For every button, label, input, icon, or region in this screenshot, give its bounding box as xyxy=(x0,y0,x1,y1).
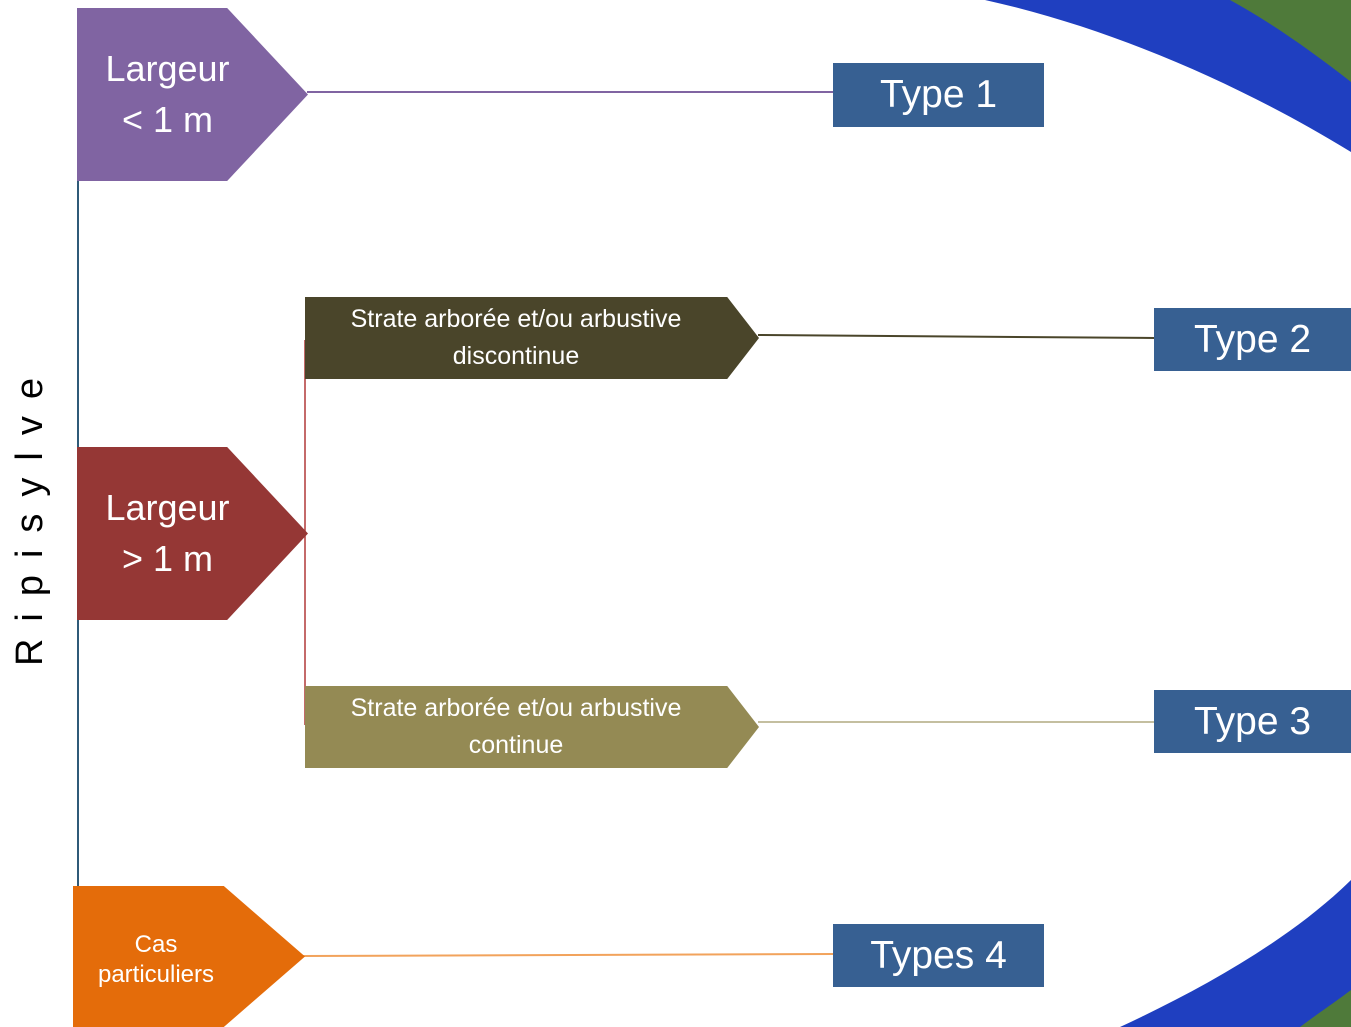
width-small-label: Largeur xyxy=(105,48,230,90)
title-text: Ripisylve xyxy=(9,360,52,667)
type1-box: Type 1 xyxy=(833,63,1044,127)
type1-label: Type 1 xyxy=(879,73,998,116)
strata-discontinuous-line1: Strate arborée et/ou arbustive xyxy=(350,305,682,333)
type4-label: Types 4 xyxy=(870,933,1007,977)
width-large-box: Largeur > 1 m xyxy=(77,447,308,620)
line-type4 xyxy=(302,953,835,957)
type2-label: Type 2 xyxy=(1193,317,1312,361)
type3-label: Type 3 xyxy=(1193,699,1312,743)
special-cases-line1: Cas xyxy=(134,931,178,959)
bottom-right-swoosh xyxy=(1120,880,1351,1027)
vertical-title: Ripisylve xyxy=(0,0,62,1027)
width-large-label: Largeur xyxy=(105,487,230,529)
strata-discontinuous-line2: discontinue xyxy=(452,342,580,370)
strata-continuous-line1: Strate arborée et/ou arbustive xyxy=(350,694,682,722)
strata-discontinuous-box: Strate arborée et/ou arbustive discontin… xyxy=(305,297,759,379)
type4-box: Types 4 xyxy=(833,924,1044,987)
line-type2 xyxy=(757,334,1156,339)
type2-box: Type 2 xyxy=(1154,308,1351,371)
type3-box: Type 3 xyxy=(1154,690,1351,753)
special-cases-line2: particuliers xyxy=(97,960,215,988)
strata-continuous-box: Strate arborée et/ou arbustive continue xyxy=(305,686,759,768)
bottom-right-photo xyxy=(1300,990,1351,1027)
width-small-value: < 1 m xyxy=(121,98,214,140)
top-right-photo xyxy=(1230,0,1351,82)
top-right-swoosh xyxy=(985,0,1351,152)
strata-continuous-line2: continue xyxy=(468,731,564,759)
width-large-value: > 1 m xyxy=(121,537,214,579)
